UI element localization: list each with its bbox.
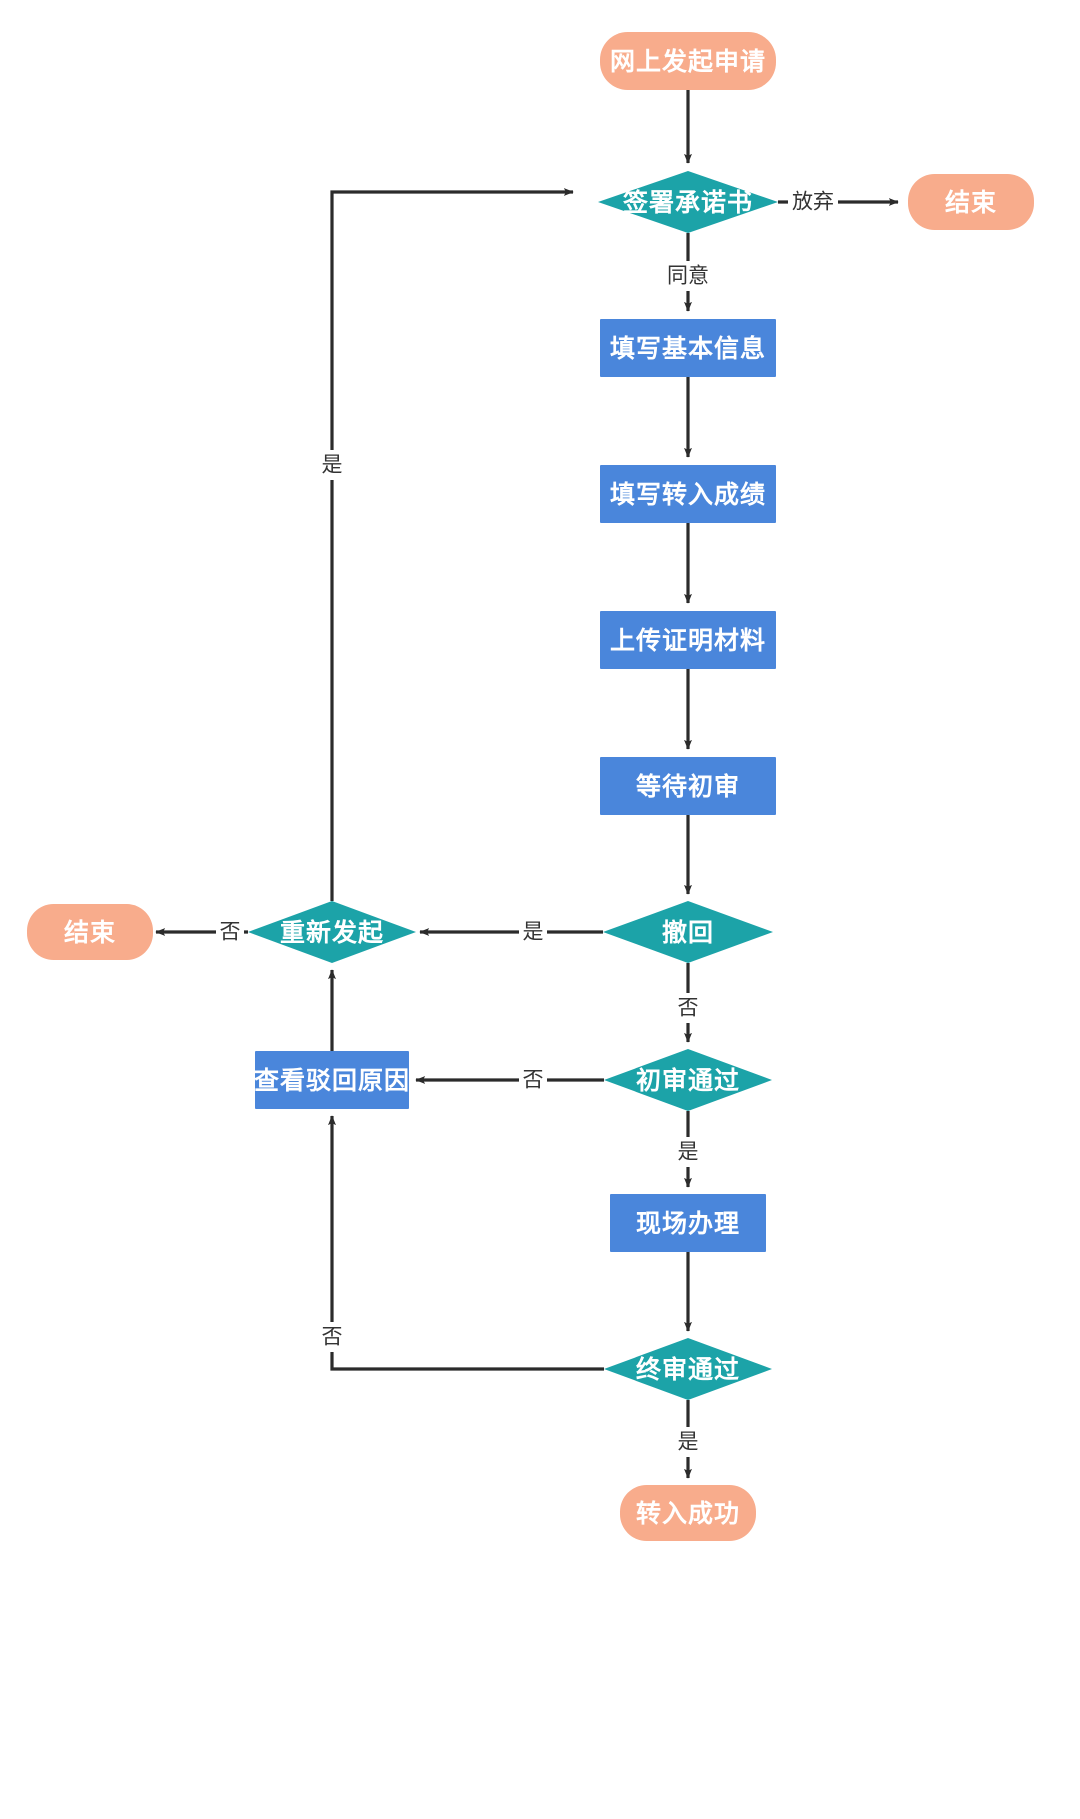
node-label-basic_info: 填写基本信息 [610, 334, 766, 363]
node-upload[interactable]: 上传证明材料 [600, 611, 776, 669]
edge-label-backdrop [519, 1065, 547, 1095]
node-end_reinitiate[interactable]: 结束 [27, 904, 153, 960]
edge-label-e11: 否 [678, 997, 699, 1020]
edge-label-backdrop [663, 261, 713, 291]
edge-label-e16: 否 [322, 1326, 343, 1349]
decision-shape [248, 901, 416, 963]
edge-label-e2: 放弃 [792, 191, 834, 214]
node-reinitiate[interactable]: 重新发起 [248, 901, 416, 963]
node-final_pass[interactable]: 终审通过 [604, 1338, 772, 1400]
node-sign[interactable]: 签署承诺书 [598, 171, 778, 233]
edge-label-backdrop [216, 917, 244, 947]
edge-label-e17: 是 [678, 1431, 699, 1454]
process-shape [255, 1051, 409, 1109]
edge-label-backdrop [674, 993, 702, 1023]
node-label-success: 转入成功 [636, 1499, 740, 1528]
node-first_pass[interactable]: 初审通过 [604, 1049, 772, 1111]
node-start[interactable]: 网上发起申请 [600, 32, 776, 90]
node-label-upload: 上传证明材料 [610, 627, 766, 655]
node-label-end_abandon: 结束 [945, 189, 997, 217]
edge-label-e10: 是 [322, 454, 343, 477]
terminator-shape [620, 1485, 756, 1541]
node-label-reinitiate: 重新发起 [280, 918, 384, 947]
edge-label-e14: 是 [678, 1141, 699, 1164]
node-label-first_pass: 初审通过 [636, 1066, 740, 1095]
edge-label-backdrop [788, 187, 838, 217]
edge-label-e9: 否 [220, 921, 241, 944]
process-shape [610, 1194, 766, 1252]
node-wait_review[interactable]: 等待初审 [600, 757, 776, 815]
node-onsite[interactable]: 现场办理 [610, 1194, 766, 1252]
decision-shape [598, 171, 778, 233]
edge-label-backdrop [519, 917, 547, 947]
node-label-withdraw: 撤回 [662, 918, 714, 947]
node-label-onsite: 现场办理 [636, 1210, 740, 1238]
node-label-end_reinitiate: 结束 [64, 919, 116, 947]
decision-shape [604, 1338, 772, 1400]
node-basic_info[interactable]: 填写基本信息 [600, 319, 776, 377]
flow-edge-final_pass-to-reject_reason [328, 1115, 604, 1371]
node-withdraw[interactable]: 撤回 [603, 901, 773, 963]
edge-label-backdrop [674, 1137, 702, 1167]
nodes-layer: 网上发起申请签署承诺书结束填写基本信息填写转入成绩上传证明材料等待初审撤回重新发… [27, 32, 1034, 1541]
process-shape [600, 757, 776, 815]
edge-label-backdrop [318, 1322, 346, 1352]
edge-label-e12: 否 [523, 1069, 544, 1092]
decision-shape [603, 901, 773, 963]
node-reject_reason[interactable]: 查看驳回原因 [254, 1051, 410, 1109]
decision-shape [604, 1049, 772, 1111]
node-grades[interactable]: 填写转入成绩 [600, 465, 776, 523]
terminator-shape [27, 904, 153, 960]
node-label-grades: 填写转入成绩 [610, 480, 766, 509]
node-label-wait_review: 等待初审 [636, 772, 740, 801]
edge-label-e3: 同意 [667, 265, 709, 288]
flow-edge-reinitiate-to-sign [330, 188, 574, 901]
terminator-shape [908, 174, 1034, 230]
edges-layer [155, 90, 899, 1479]
node-end_abandon[interactable]: 结束 [908, 174, 1034, 230]
edge-label-e8: 是 [523, 921, 544, 944]
process-shape [600, 465, 776, 523]
node-success[interactable]: 转入成功 [620, 1485, 756, 1541]
edge-label-backdrop [674, 1427, 702, 1457]
node-label-final_pass: 终审通过 [636, 1355, 740, 1384]
process-shape [600, 611, 776, 669]
terminator-shape [600, 32, 776, 90]
node-label-start: 网上发起申请 [610, 47, 766, 76]
edge-label-backdrop [318, 450, 346, 480]
node-label-sign: 签署承诺书 [622, 188, 753, 217]
node-label-reject_reason: 查看驳回原因 [254, 1067, 410, 1095]
process-shape [600, 319, 776, 377]
